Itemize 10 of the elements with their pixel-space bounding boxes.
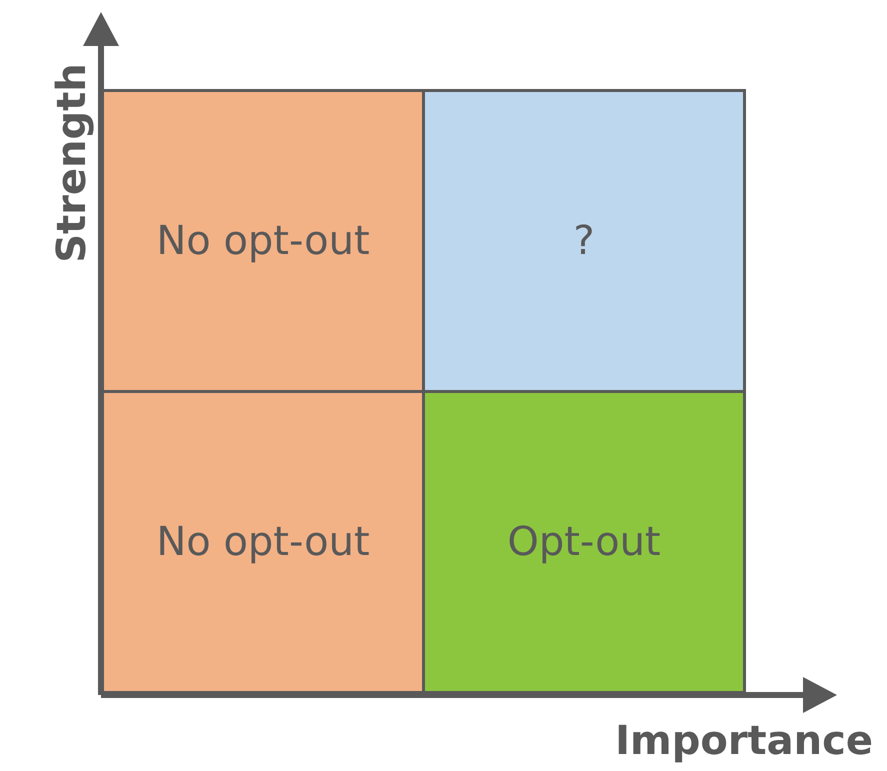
quadrant-box xyxy=(101,390,425,694)
axis-label: Strength xyxy=(48,63,95,263)
quadrant-label: No opt-out xyxy=(156,519,370,565)
axis-label: Importance xyxy=(615,718,873,764)
quadrant-box xyxy=(422,89,746,393)
quadrant-label: ? xyxy=(573,218,595,264)
quadrant-label: Opt-out xyxy=(507,519,661,565)
quadrant-box xyxy=(422,390,746,694)
quadrant-label: No opt-out xyxy=(156,218,370,264)
quadrant-box xyxy=(101,89,425,393)
